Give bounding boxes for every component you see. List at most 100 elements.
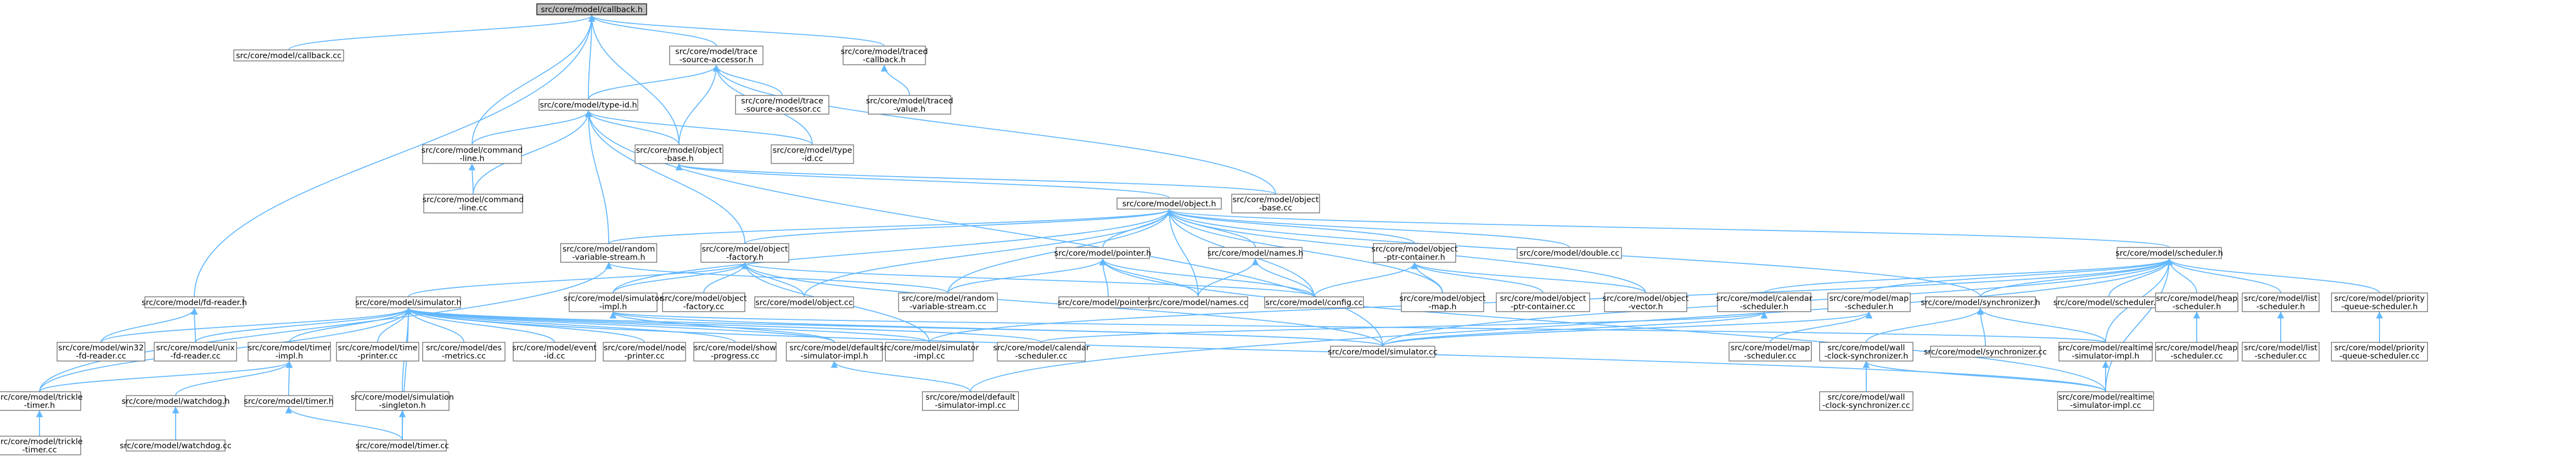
file-node[interactable]: src/core/model/unix-fd-reader.cc bbox=[154, 342, 237, 362]
file-node[interactable]: src/core/model/object.h bbox=[1116, 198, 1222, 210]
file-node[interactable]: src/core/model/callback.cc bbox=[233, 49, 344, 61]
file-node[interactable]: src/core/model/wall-clock-synchronizer.c… bbox=[1819, 391, 1913, 411]
file-node[interactable]: src/core/model/event-id.cc bbox=[512, 342, 597, 362]
node-label: -impl.h bbox=[276, 352, 303, 361]
edge-calendar_sch_h-to-simulator_cc bbox=[1382, 311, 1768, 347]
file-node[interactable]: src/core/model/realtime-simulator-impl.c… bbox=[2057, 391, 2154, 411]
file-node[interactable]: src/core/model/object-base.h bbox=[635, 144, 723, 164]
file-node[interactable]: src/core/model/synchronizer.h bbox=[1921, 296, 2040, 308]
file-node[interactable]: src/core/model/win32-fd-reader.cc bbox=[57, 342, 145, 362]
node-label: src/core/model/timer.cc bbox=[356, 442, 449, 450]
file-node[interactable]: src/core/model/list-scheduler.h bbox=[2242, 292, 2320, 312]
file-node[interactable]: src/core/model/watchdog.h bbox=[121, 395, 230, 407]
file-node[interactable]: src/core/model/pointer.cc bbox=[1058, 296, 1159, 308]
file-node[interactable]: src/core/model/double.cc bbox=[1517, 247, 1622, 259]
file-node[interactable]: src/core/model/traced-callback.h bbox=[840, 46, 928, 65]
node-label: src/core/model/trickle bbox=[0, 438, 83, 447]
file-node[interactable]: src/core/model/command-line.cc bbox=[423, 194, 524, 213]
file-node[interactable]: src/core/model/synchronizer.cc bbox=[1924, 346, 2047, 358]
file-node[interactable]: src/core/model/timer-impl.h bbox=[248, 342, 331, 362]
edge-object_h-to-random_var_h bbox=[608, 208, 1172, 244]
node-label: -id.cc bbox=[801, 155, 823, 163]
file-node[interactable]: src/core/model/priority-queue-scheduler.… bbox=[2331, 292, 2428, 312]
file-node[interactable]: src/core/model/type-id.h bbox=[538, 99, 638, 111]
root-node[interactable]: src/core/model/callback.h bbox=[536, 3, 647, 15]
file-node[interactable]: src/core/model/fd-reader.h bbox=[142, 296, 247, 308]
file-node[interactable]: src/core/model/default-simulator-impl.h bbox=[785, 342, 883, 362]
file-node[interactable]: src/core/model/config.cc bbox=[1264, 296, 1364, 308]
node-label: -metrics.cc bbox=[442, 352, 486, 361]
file-node[interactable]: src/core/model/heap-scheduler.h bbox=[2155, 292, 2238, 312]
file-node[interactable]: src/core/model/traced-value.h bbox=[866, 95, 953, 115]
file-node[interactable]: src/core/model/simulation-singleton.h bbox=[351, 391, 454, 411]
file-node[interactable]: src/core/model/object-base.cc bbox=[1231, 194, 1320, 213]
edge-fd_reader_h-to-win32_fd_cc bbox=[100, 307, 198, 343]
file-node[interactable]: src/core/model/object-vector.h bbox=[1602, 292, 1689, 312]
node-box bbox=[843, 46, 926, 65]
file-node[interactable]: src/core/model/des-metrics.cc bbox=[422, 342, 506, 362]
node-box bbox=[1604, 292, 1687, 312]
file-node[interactable]: src/core/model/simulator.cc bbox=[1328, 346, 1438, 358]
file-node[interactable]: src/core/model/object.cc bbox=[754, 296, 854, 308]
file-node[interactable]: src/core/model/default-simulator-impl.cc bbox=[922, 391, 1019, 411]
file-node[interactable]: src/core/model/random-variable-stream.cc bbox=[898, 292, 998, 312]
file-node[interactable]: src/core/model/priority-queue-scheduler.… bbox=[2331, 342, 2428, 362]
file-node[interactable]: src/core/model/names.cc bbox=[1148, 296, 1248, 308]
file-node[interactable]: src/core/model/timer.cc bbox=[356, 439, 449, 452]
file-node[interactable]: src/core/model/simulator-impl.h bbox=[564, 292, 663, 312]
file-node[interactable]: src/core/model/random-variable-stream.h bbox=[560, 243, 658, 263]
file-node[interactable]: src/core/model/command-line.h bbox=[422, 144, 523, 164]
file-node[interactable]: src/core/model/list-scheduler.cc bbox=[2242, 342, 2320, 362]
file-node[interactable]: src/core/model/timer.h bbox=[244, 395, 334, 407]
file-node[interactable]: src/core/model/pointer.h bbox=[1054, 247, 1152, 259]
file-node[interactable]: src/core/model/realtime-simulator-impl.h bbox=[2058, 342, 2153, 362]
edge-trace_src_acc_h-to-object_base_cc bbox=[712, 64, 1276, 195]
node-label: -simulator-impl.cc bbox=[2070, 402, 2141, 410]
node-label: src/core/model/command bbox=[422, 146, 523, 155]
file-node[interactable]: src/core/model/heap-scheduler.cc bbox=[2155, 342, 2238, 362]
file-node[interactable]: src/core/model/names.h bbox=[1208, 247, 1304, 259]
file-node[interactable]: src/core/model/scheduler.cc bbox=[2053, 296, 2165, 308]
file-node[interactable]: src/core/model/calendar-scheduler.cc bbox=[993, 342, 1090, 362]
file-node[interactable]: src/core/model/calendar-scheduler.h bbox=[1716, 292, 1812, 312]
file-node[interactable]: src/core/model/trace-source-accessor.cc bbox=[735, 95, 829, 115]
file-node[interactable]: src/core/model/object-factory.h bbox=[700, 243, 789, 263]
file-node[interactable]: src/core/model/object-factory.cc bbox=[660, 292, 747, 312]
node-box bbox=[57, 342, 145, 362]
node-box bbox=[754, 296, 854, 308]
file-node[interactable]: src/core/model/watchdog.cc bbox=[120, 439, 232, 452]
node-label: src/core/model/command bbox=[423, 196, 524, 205]
node-label: -timer.cc bbox=[22, 446, 57, 455]
node-label: -scheduler.cc bbox=[2254, 352, 2306, 361]
node-box bbox=[2155, 292, 2238, 312]
edge-scheduler_h-to-calendar_sch_h bbox=[1764, 258, 2173, 294]
file-node[interactable]: src/core/model/object-ptr-container.cc bbox=[1496, 292, 1590, 312]
node-label: -factory.h bbox=[726, 253, 764, 262]
file-node[interactable]: src/core/model/scheduler.h bbox=[2115, 247, 2223, 259]
file-node[interactable]: src/core/model/type-id.cc bbox=[771, 144, 854, 164]
file-node[interactable]: src/core/model/wall-clock-synchronizer.h bbox=[1819, 342, 1913, 362]
node-label: src/core/model/heap bbox=[2156, 344, 2238, 353]
node-label: src/core/model/object bbox=[1602, 295, 1688, 303]
file-node[interactable]: src/core/model/object-map.h bbox=[1399, 292, 1486, 312]
file-node[interactable]: src/core/model/simulator-impl.cc bbox=[880, 342, 979, 362]
file-node[interactable]: src/core/model/trickle-timer.cc bbox=[0, 436, 83, 455]
node-label: -progress.cc bbox=[711, 352, 759, 361]
file-node[interactable]: src/core/model/trace-source-accessor.h bbox=[669, 46, 764, 65]
node-box bbox=[569, 292, 658, 312]
edge-calendar_sch_h-to-calendar_sch_cc bbox=[1041, 311, 1767, 343]
edge-object_h-to-object_map_h bbox=[1165, 208, 1443, 294]
file-node[interactable]: src/core/model/time-printer.cc bbox=[336, 342, 419, 362]
edge-random_var_h-to-random_var_cc bbox=[605, 262, 949, 294]
file-node[interactable]: src/core/model/map-scheduler.cc bbox=[1728, 342, 1812, 362]
file-node[interactable]: src/core/model/node-printer.cc bbox=[603, 342, 686, 362]
file-node[interactable]: src/core/model/trickle-timer.h bbox=[0, 391, 83, 411]
edge-object_h-to-names_cc bbox=[1165, 208, 1199, 297]
edge-type_id_h-to-object_factory_h bbox=[585, 110, 745, 244]
node-box bbox=[1930, 346, 2041, 358]
file-node[interactable]: src/core/model/simulator.h bbox=[355, 296, 462, 308]
file-node[interactable]: src/core/model/object-ptr-container.h bbox=[1371, 243, 1458, 263]
file-node[interactable]: src/core/model/show-progress.cc bbox=[693, 342, 777, 362]
node-label: -printer.cc bbox=[624, 352, 664, 361]
file-node[interactable]: src/core/model/map-scheduler.h bbox=[1827, 292, 1911, 312]
